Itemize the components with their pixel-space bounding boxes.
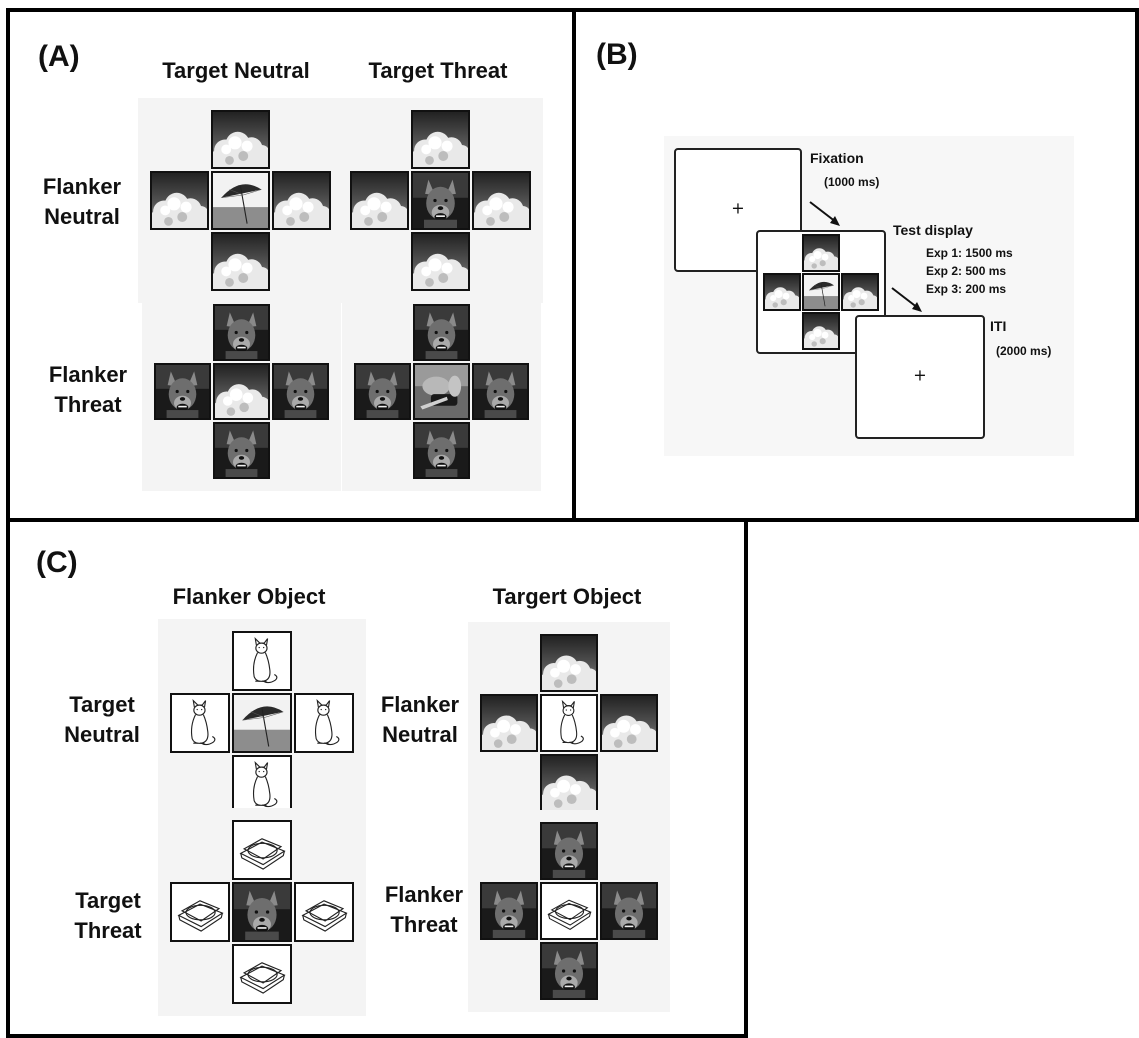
panel-c-label: (C) <box>36 546 78 579</box>
c-target-object-threat-flanker-left <box>480 882 538 940</box>
c-flanker-object-threat-flanker-left <box>170 882 230 942</box>
a-neutral-threat-target-center <box>410 170 470 230</box>
row-label-line2: Neutral <box>64 721 140 747</box>
test-display-title: Test display <box>893 222 973 238</box>
a-neutral-threat-flanker-left <box>349 170 409 230</box>
row-label-line1: Flanker <box>42 174 122 199</box>
test-display-duration-exp3: Exp 3: 200 ms <box>926 282 1007 296</box>
c-target-object-neutral-flanker-top <box>540 634 598 692</box>
a-neutral-neutral-flanker-right <box>271 170 331 230</box>
a-threat-neutral-flanker-left <box>153 362 211 420</box>
row-label-line2: Neutral <box>44 203 120 229</box>
c-flanker-object-neutral-flanker-top <box>232 631 292 691</box>
c-flanker-object-neutral-flanker-bottom <box>232 755 292 815</box>
a-threat-threat-flanker-right <box>471 362 529 420</box>
c-target-object-threat-flanker-bottom <box>540 942 598 1000</box>
panel-b-label: (B) <box>596 38 638 71</box>
a-threat-threat-flanker-top <box>412 303 470 361</box>
row-label-line1: Flanker <box>380 692 460 717</box>
b-test-target-center <box>802 273 840 311</box>
c-flanker-object-threat-flanker-right <box>294 882 354 942</box>
a-threat-threat-flanker-left <box>353 362 411 420</box>
iti-screen: + <box>855 315 985 439</box>
a-threat-threat-flanker-bottom <box>412 421 470 479</box>
a-threat-threat-target-center <box>412 362 470 420</box>
test-display-duration-exp1: Exp 1: 1500 ms <box>926 246 1013 260</box>
arrow-to-test-display <box>809 201 840 226</box>
c-target-object-threat-flanker-top <box>540 822 598 880</box>
row-label-line1: Flanker <box>384 882 464 907</box>
a-neutral-threat-flanker-right <box>471 170 531 230</box>
iti-title: ITI <box>990 318 1007 334</box>
a-neutral-threat-flanker-bottom <box>410 231 470 291</box>
row-label-line2: Threat <box>390 911 458 937</box>
c-target-object-neutral-flanker-bottom <box>540 754 598 812</box>
panel-a-row-flanker-neutral: Flanker Neutral <box>17 172 147 231</box>
test-display-duration-exp2: Exp 2: 500 ms <box>926 264 1007 278</box>
a-threat-neutral-flanker-top <box>212 303 270 361</box>
c-target-object-neutral-flanker-right <box>600 694 658 752</box>
panel-a-header-target-neutral: Target Neutral <box>162 58 310 83</box>
c-target-object-threat-target-center <box>540 882 598 940</box>
panel-c-header-flanker-object: Flanker Object <box>172 584 326 609</box>
iti-duration: (2000 ms) <box>996 344 1052 358</box>
a-neutral-neutral-target-center <box>210 170 270 230</box>
c-flanker-object-neutral-flanker-right <box>294 693 354 753</box>
a-threat-neutral-flanker-right <box>271 362 329 420</box>
c-target-object-threat-flanker-right <box>600 882 658 940</box>
panel-c-right-row-flanker-threat: Flanker Threat <box>359 880 489 939</box>
iti-cross: + <box>913 365 927 385</box>
c-flanker-object-threat-flanker-top <box>232 820 292 880</box>
c-flanker-object-threat-target-center <box>232 882 292 942</box>
row-label-line1: Target <box>75 888 141 913</box>
row-label-line1: Flanker <box>48 362 128 387</box>
panel-a-row-flanker-threat: Flanker Threat <box>23 360 153 419</box>
fixation-duration: (1000 ms) <box>824 175 880 189</box>
c-target-object-neutral-flanker-left <box>480 694 538 752</box>
b-test-flanker-left <box>763 273 801 311</box>
row-label-line2: Threat <box>74 917 142 943</box>
row-label-line2: Neutral <box>382 721 458 747</box>
b-test-flanker-bottom <box>802 312 840 350</box>
fixation-title: Fixation <box>810 150 864 166</box>
a-threat-neutral-target-center <box>212 362 270 420</box>
a-neutral-neutral-flanker-bottom <box>210 231 270 291</box>
a-neutral-threat-flanker-top <box>410 109 470 169</box>
c-flanker-object-neutral-target-center <box>232 693 292 753</box>
a-neutral-neutral-flanker-left <box>149 170 209 230</box>
c-target-object-neutral-target-center <box>540 694 598 752</box>
row-label-line2: Threat <box>54 391 122 417</box>
b-test-flanker-right <box>841 273 879 311</box>
a-neutral-neutral-flanker-top <box>210 109 270 169</box>
a-threat-neutral-flanker-bottom <box>212 421 270 479</box>
panel-a-header-target-threat: Target Threat <box>368 58 508 83</box>
panel-c-left-row-target-neutral: Target Neutral <box>37 690 167 749</box>
b-test-flanker-top <box>802 234 840 272</box>
panel-c-right-row-flanker-neutral: Flanker Neutral <box>355 690 485 749</box>
c-flanker-object-threat-flanker-bottom <box>232 944 292 1004</box>
fixation-cross: + <box>731 198 745 218</box>
panel-c-header-target-object: Targert Object <box>492 584 642 609</box>
arrow-to-iti <box>891 287 922 312</box>
c-flanker-object-neutral-flanker-left <box>170 693 230 753</box>
row-label-line1: Target <box>69 692 135 717</box>
panel-a-label: (A) <box>38 40 80 73</box>
panel-c-left-row-target-threat: Target Threat <box>43 886 173 945</box>
